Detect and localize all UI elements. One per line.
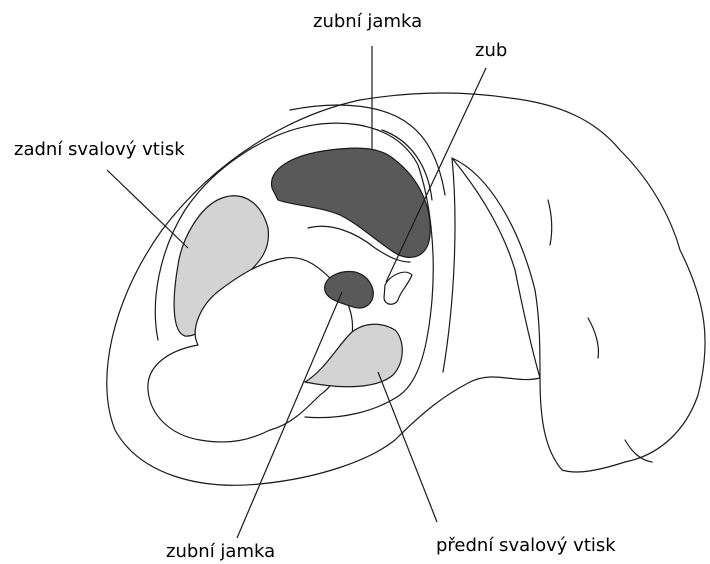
label-tooth: zub (475, 42, 507, 60)
top-socket-shape (272, 148, 431, 257)
label-bottom-socket: zubní jamka (166, 543, 275, 561)
leader-anterior-scar (378, 372, 437, 522)
label-top-socket: zubní jamka (313, 13, 422, 31)
umbo-detail-2 (588, 318, 598, 358)
leader-posterior-scar (107, 170, 188, 248)
umbo-detail-1 (548, 200, 552, 245)
label-anterior-muscle-scar: přední svalový vtisk (436, 537, 616, 555)
label-posterior-muscle-scar: zadní svalový vtisk (14, 141, 185, 159)
hinge-ridge (443, 158, 540, 378)
